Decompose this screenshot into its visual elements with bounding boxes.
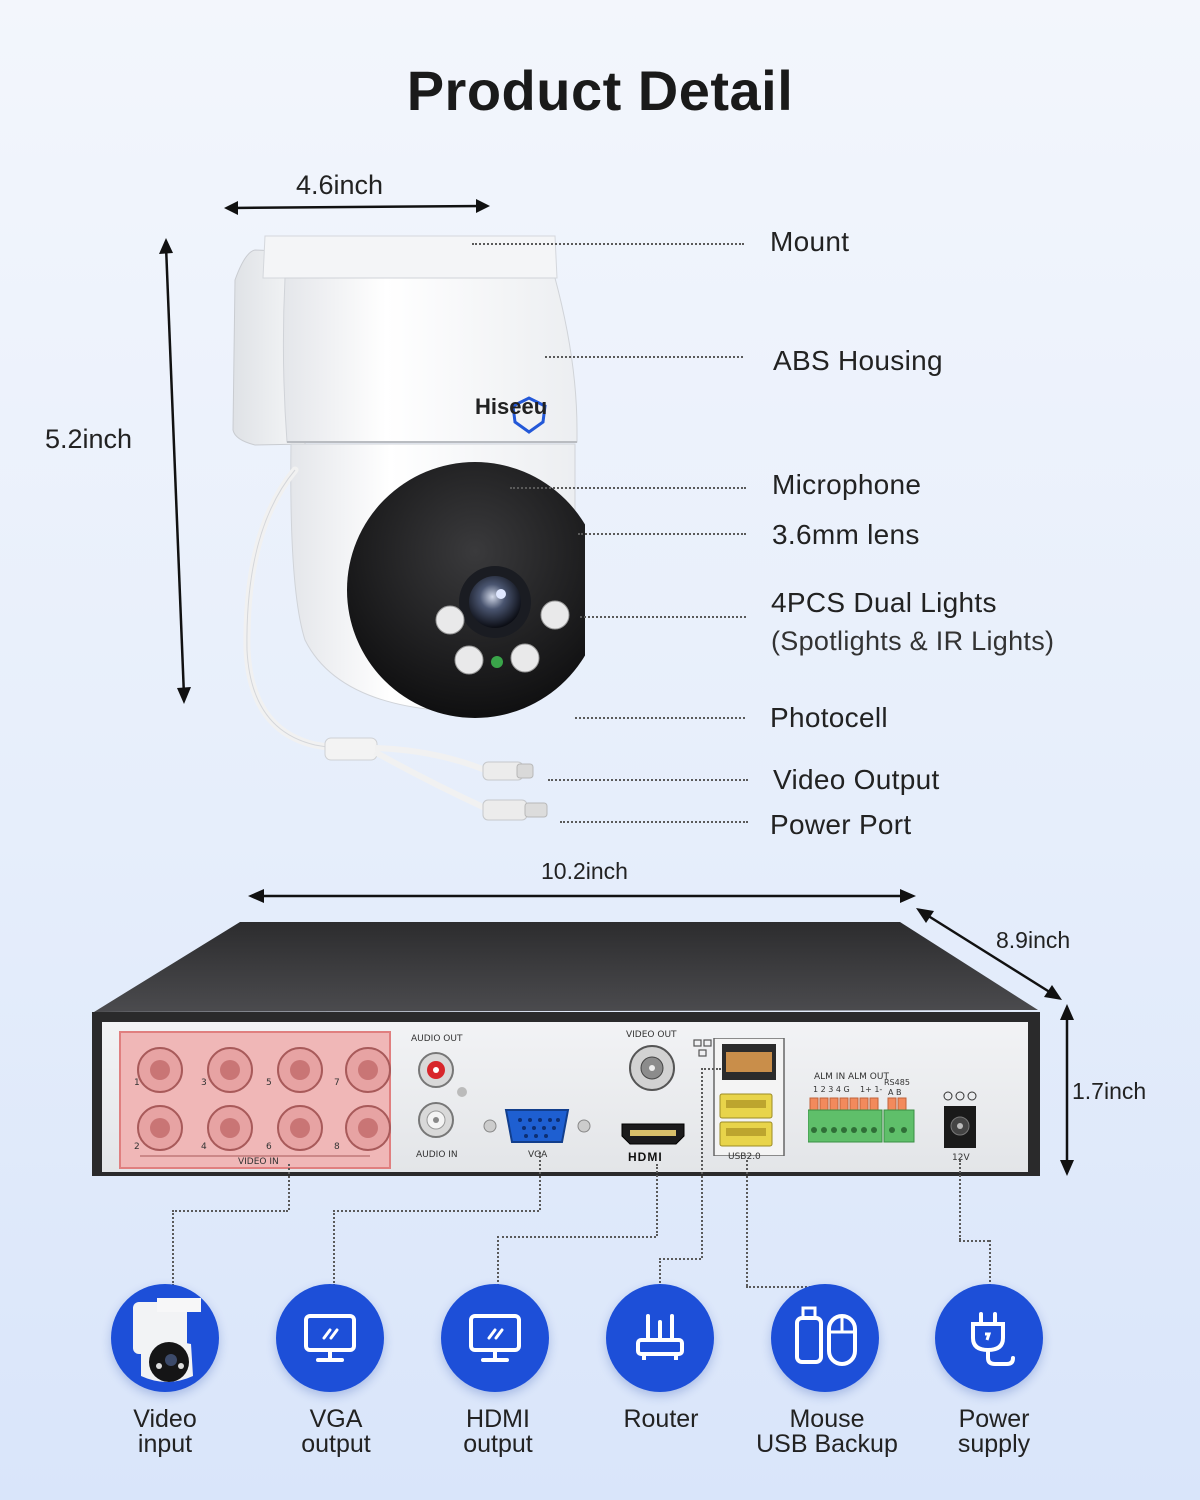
power-supply-circle — [935, 1284, 1043, 1392]
dvr-recorder — [92, 922, 1040, 1176]
power-plug-icon — [971, 1312, 1015, 1366]
leader-line — [333, 1210, 335, 1286]
dvr-depth-label: 8.9inch — [996, 927, 1071, 953]
video-in-connectors — [120, 1032, 392, 1168]
power-jack — [943, 1091, 977, 1148]
leader-line — [580, 616, 746, 618]
channel-number: 2 — [134, 1142, 140, 1152]
camera-height-label: 5.2inch — [45, 424, 133, 454]
power-voltage-label: 12V — [952, 1153, 970, 1163]
dvr-height-arrow — [1060, 1004, 1074, 1176]
channel-number: 4 — [201, 1142, 207, 1152]
leader-line — [548, 779, 748, 781]
terminal-blocks — [808, 1097, 915, 1143]
leader-line — [656, 1164, 658, 1236]
camera-height-arrow — [159, 238, 191, 704]
leader-line — [746, 1286, 826, 1288]
leader-line — [659, 1258, 701, 1260]
leader-line — [746, 1160, 748, 1286]
part-label-photocell: Photocell — [770, 702, 888, 733]
leader-line — [989, 1240, 991, 1286]
channel-number: 8 — [334, 1142, 340, 1152]
dvr-depth-arrow — [916, 908, 1062, 1000]
vga-label: VGA — [528, 1150, 548, 1160]
leader-line — [578, 533, 746, 535]
network-icon — [693, 1039, 712, 1057]
part-label-power-port: Power Port — [770, 809, 912, 840]
leader-line — [539, 1152, 541, 1210]
usb-mouse-icon — [795, 1306, 857, 1366]
video-out-label: VIDEO OUT — [626, 1030, 677, 1040]
channel-number: 6 — [266, 1142, 272, 1152]
leader-line — [959, 1240, 989, 1242]
bnc-connector-grid — [137, 1047, 391, 1157]
leader-line — [288, 1164, 290, 1210]
leader-line — [172, 1210, 174, 1286]
part-label-mount: Mount — [770, 226, 850, 257]
part-label-dual-lights: 4PCS Dual Lights — [771, 587, 997, 618]
video-in-label: VIDEO IN — [238, 1157, 279, 1167]
leader-line — [497, 1236, 499, 1286]
router-circle — [606, 1284, 714, 1392]
usb-label: USB2.0 — [728, 1152, 761, 1162]
leader-line — [659, 1258, 661, 1286]
alarm-in-pins: 1 2 3 4 G — [813, 1085, 850, 1094]
camera-icon — [133, 1298, 201, 1382]
monitor-icon — [304, 1314, 356, 1362]
camera-width-label: 4.6inch — [296, 170, 384, 200]
leader-line — [545, 356, 743, 358]
alarm-out-label: ALM OUT — [848, 1072, 889, 1082]
video-input-circle — [111, 1284, 219, 1392]
part-label-video-output: Video Output — [773, 764, 940, 795]
hdmi-port — [621, 1123, 685, 1145]
vga-port — [483, 1109, 591, 1143]
usb-mouse-circle — [771, 1284, 879, 1392]
alarm-in-label: ALM IN — [814, 1072, 846, 1082]
part-label-lens: 3.6mm lens — [772, 519, 920, 550]
dvr-length-label: 10.2inch — [541, 858, 628, 884]
part-label-microphone: Microphone — [772, 469, 922, 500]
part-label-abs-housing: ABS Housing — [773, 345, 943, 376]
rs485-label: RS485 — [884, 1078, 910, 1087]
leader-line — [701, 1068, 703, 1258]
leader-line — [510, 487, 746, 489]
rs485-pins: A B — [888, 1088, 902, 1097]
channel-number: 5 — [266, 1078, 272, 1088]
leader-line — [560, 821, 748, 823]
leader-line — [497, 1236, 656, 1238]
leader-line — [701, 1068, 721, 1070]
part-sublabel-dual-lights: (Spotlights & IR Lights) — [771, 626, 1055, 656]
camera-illustration: Hiseeu — [232, 235, 585, 821]
camera-width-arrow — [224, 199, 490, 215]
router-icon — [636, 1314, 684, 1360]
channel-number: 7 — [334, 1078, 340, 1088]
leader-line — [172, 1210, 288, 1212]
alarm-out-pins: 1+ 1- — [860, 1085, 883, 1094]
leader-line — [575, 717, 745, 719]
monitor-icon — [469, 1314, 521, 1362]
port-caption-router: Router — [623, 1405, 699, 1433]
video-out-bnc-port — [629, 1045, 675, 1091]
lan-usb-block — [693, 1038, 785, 1156]
channel-number: 3 — [201, 1078, 207, 1088]
hdmi-output-circle — [441, 1284, 549, 1392]
page-title: Product Detail — [406, 59, 794, 122]
dvr-height-label: 1.7inch — [1072, 1078, 1147, 1104]
audio-in-label: AUDIO IN — [416, 1150, 458, 1160]
dvr-length-arrow — [248, 889, 916, 903]
leader-line — [959, 1160, 961, 1240]
leader-line — [333, 1210, 539, 1212]
camera-brand-logo: Hiseeu — [475, 394, 547, 419]
audio-rca-connectors — [418, 1052, 467, 1138]
hdmi-logo: HDMI — [628, 1150, 663, 1164]
vga-output-circle — [276, 1284, 384, 1392]
leader-line — [472, 243, 744, 245]
audio-out-label: AUDIO OUT — [411, 1034, 463, 1044]
channel-number: 1 — [134, 1078, 140, 1088]
